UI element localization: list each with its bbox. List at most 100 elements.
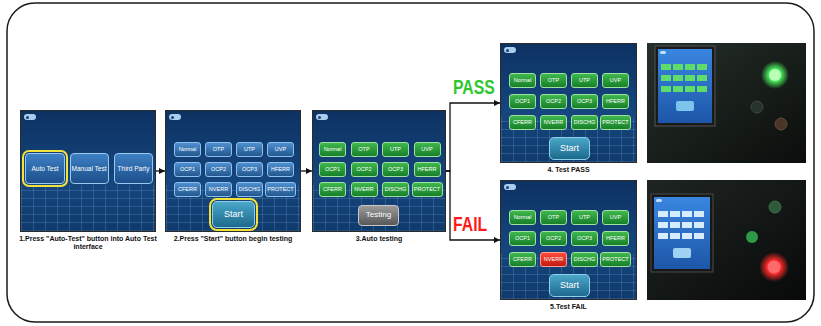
touch-button: PROTECT [265, 182, 296, 197]
button-label: Third Party [118, 165, 150, 172]
touch-button: OTP [540, 73, 567, 88]
touch-button: OTP [205, 142, 232, 157]
pass-lamp [769, 69, 781, 81]
touch-button: NVERR [540, 115, 567, 130]
button-label: PROTECT [267, 186, 293, 192]
button-label: Start [560, 281, 579, 291]
logo-icon [24, 114, 36, 120]
touch-button: OCP2 [351, 162, 378, 177]
touch-button: OCP3 [382, 162, 409, 177]
touch-button: Normal [509, 73, 536, 88]
button-label: UVP [421, 146, 432, 152]
touch-button: Manual Test [70, 153, 109, 184]
button-label: OTP [548, 77, 559, 83]
button-label: CFERR [323, 186, 342, 192]
flow-arrow [446, 103, 500, 171]
touch-button: UVP [602, 210, 629, 225]
touch-button: PROTECT [600, 252, 631, 267]
button-label: NVERR [544, 256, 563, 262]
button-label: DISCHG [239, 186, 260, 192]
lcd-logo [656, 199, 662, 202]
touch-button: NVERR [540, 252, 567, 267]
touch-button: Start [212, 201, 255, 228]
button-label: HFERR [606, 98, 625, 104]
lcd-bezel [655, 46, 715, 126]
button-label: PROTECT [602, 256, 628, 262]
button-label: OCP2 [546, 235, 561, 241]
button-label: OCP1 [180, 166, 195, 172]
lcd-buttons [658, 211, 704, 239]
button-label: OCP1 [515, 98, 530, 104]
step-caption: 4. Test PASS [496, 166, 641, 174]
touch-button: DISCHG [571, 252, 598, 267]
button-label: NVERR [544, 119, 563, 125]
touch-button: Auto Test [25, 153, 65, 184]
logo-icon [504, 184, 516, 190]
step-caption: 1.Press "Auto-Test" button into Auto Tes… [16, 235, 160, 251]
touch-button: CFERR [509, 115, 536, 130]
touch-button: DISCHG [382, 182, 409, 197]
touch-button: PROTECT [412, 182, 443, 197]
touch-button: NVERR [351, 182, 378, 197]
touch-button: OCP2 [540, 94, 567, 109]
button-label: UTP [579, 77, 590, 83]
touch-button: NVERR [205, 182, 232, 197]
power-lamp [746, 231, 758, 243]
touch-button: UTP [571, 73, 598, 88]
button-label: Normal [179, 146, 197, 152]
button-label: OTP [358, 146, 369, 152]
step-caption: 2.Press "Start" button begin testing [161, 235, 305, 243]
screen-panel: NormalOTPUTPUVPOCP1OCP2OCP3HFERRCFERRNVE… [165, 110, 301, 232]
touch-button: OCP3 [571, 231, 598, 246]
button-label: PROTECT [602, 119, 628, 125]
fail-lamp [768, 261, 781, 274]
button-label: OCP3 [242, 166, 257, 172]
button-label: UVP [275, 146, 286, 152]
button-label: OCP3 [388, 166, 403, 172]
touch-button: HFERR [267, 162, 294, 177]
button-label: OCP3 [577, 98, 592, 104]
button-label: DISCHG [385, 186, 406, 192]
button-label: DISCHG [574, 119, 595, 125]
button-label: DISCHG [574, 256, 595, 262]
screen-panel: Normal OTP UTP UVP OCP1 OCP2 OCP3 HFERR CFERR NVE… [500, 43, 637, 163]
flow-arrow [301, 170, 312, 171]
flow-arrow [156, 170, 165, 171]
touch-button: UVP [267, 142, 294, 157]
touch-button: OCP1 [319, 162, 346, 177]
button-label: CFERR [513, 119, 532, 125]
touch-button: HFERR [414, 162, 441, 177]
button-label: HFERR [606, 235, 625, 241]
screen-panel: NormalOTPUTPUVPOCP1OCP2OCP3HFERRCFERRNVE… [312, 110, 446, 232]
touch-button: OCP3 [236, 162, 263, 177]
lcd-start [676, 101, 694, 111]
idle-lamp [775, 118, 787, 130]
touch-button: Start [549, 137, 590, 160]
touch-button: HFERR [602, 231, 629, 246]
touch-button: Testing [358, 205, 399, 226]
button-label: PROTECT [414, 186, 440, 192]
idle-lamp [751, 101, 763, 113]
lcd-screen [658, 49, 712, 123]
button-label: HFERR [418, 166, 437, 172]
logo-icon [316, 114, 328, 120]
button-label: OTP [213, 146, 224, 152]
lcd-buttons [661, 64, 707, 92]
touch-button: DISCHG [236, 182, 263, 197]
touch-button: Third Party [114, 153, 153, 184]
button-label: UVP [610, 77, 621, 83]
touch-button: OCP2 [205, 162, 232, 177]
touch-button: CFERR [174, 182, 201, 197]
button-label: Manual Test [72, 165, 107, 172]
button-label: OCP2 [546, 98, 561, 104]
flow-arrow [446, 171, 500, 240]
button-label: UVP [610, 214, 621, 220]
button-label: OCP1 [515, 235, 530, 241]
button-label: UTP [390, 146, 401, 152]
lcd-screen [654, 197, 710, 269]
touch-button: OCP3 [571, 94, 598, 109]
photo-ground [647, 180, 806, 300]
fail-lamp-glow [759, 252, 789, 282]
touch-button: OCP2 [540, 231, 567, 246]
